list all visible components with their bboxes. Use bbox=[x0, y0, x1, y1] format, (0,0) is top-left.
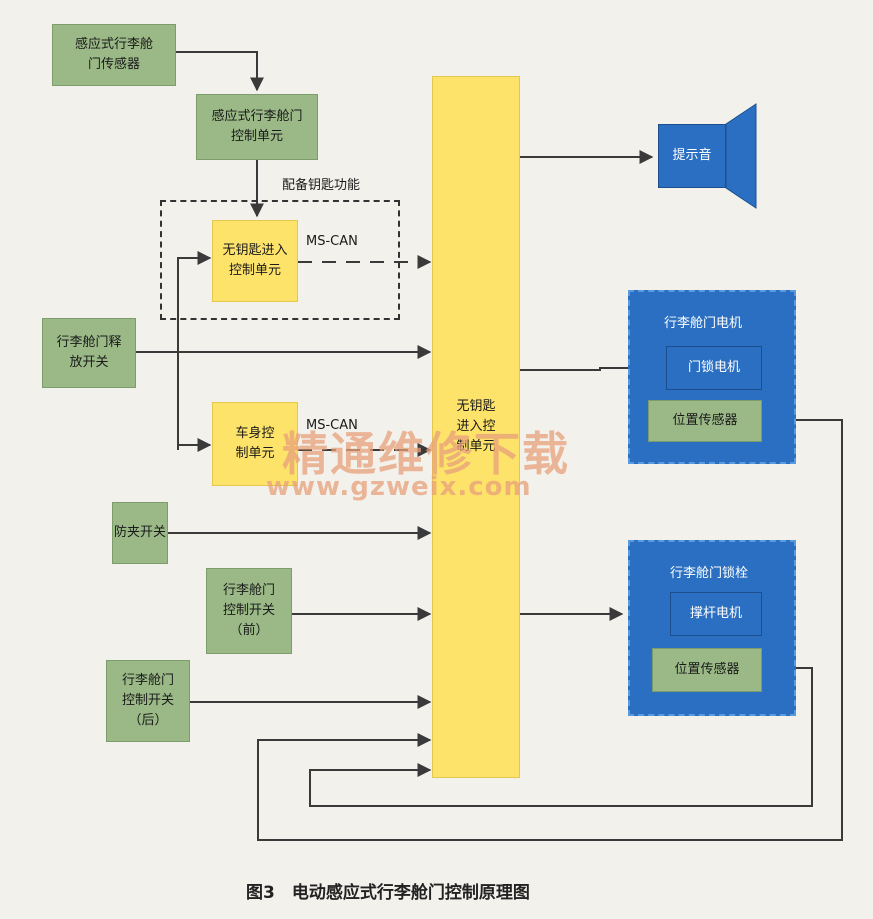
induction-control-unit: 感应式行李舱门 控制单元 bbox=[196, 94, 318, 160]
figure-caption: 图3 电动感应式行李舱门控制原理图 bbox=[246, 883, 530, 903]
chime-box: 提示音 bbox=[658, 124, 726, 188]
door-lock-motor: 门锁电机 bbox=[666, 346, 762, 390]
door-motor-panel-title: 行李舱门电机 bbox=[664, 316, 743, 331]
rear-control-switch: 行李舱门 控制开关 （后） bbox=[106, 660, 190, 742]
arrow-feedback-sensor1 bbox=[257, 419, 843, 841]
arrow-sensor-to-ctrl bbox=[176, 51, 264, 92]
position-sensor-1: 位置传感器 bbox=[648, 400, 762, 442]
arrow-feedback-sensor2 bbox=[309, 667, 813, 807]
ms-can-label-1: MS-CAN bbox=[306, 234, 358, 249]
watermark-cn: 精通维修下载 bbox=[282, 427, 570, 481]
keyless-entry-control-unit: 无钥匙进入 控制单元 bbox=[212, 220, 298, 302]
speaker-icon bbox=[725, 103, 757, 209]
position-sensor-2: 位置传感器 bbox=[652, 648, 762, 692]
ms-can-label-2: MS-CAN bbox=[306, 418, 358, 433]
release-switch: 行李舱门释 放开关 bbox=[42, 318, 136, 388]
latch-panel-title: 行李舱门锁栓 bbox=[670, 566, 749, 581]
body-control-unit: 车身控 制单元 bbox=[212, 402, 298, 486]
arrow-link-body bbox=[177, 258, 212, 452]
watermark-url: www.gzweix.com bbox=[266, 472, 532, 502]
strut-motor: 撑杆电机 bbox=[670, 592, 762, 636]
pinch-switch: 防夹开关 bbox=[112, 502, 168, 564]
spare-key-group bbox=[160, 200, 400, 320]
main-keyless-unit: 无钥匙 进入控 制单元 bbox=[432, 76, 520, 778]
front-control-switch: 行李舱门 控制开关 （前） bbox=[206, 568, 292, 654]
induction-sensor: 感应式行李舱 门传感器 bbox=[52, 24, 176, 86]
spare-key-label: 配备钥匙功能 bbox=[282, 178, 361, 193]
